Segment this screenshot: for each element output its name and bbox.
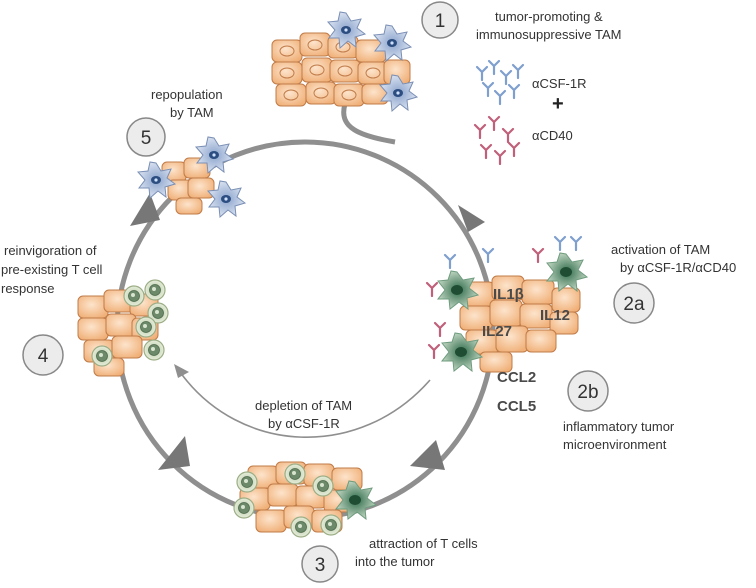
tumor-cluster-step5 [137,136,246,218]
tcell-4e [143,339,165,361]
antibody-csf1r-cluster [475,59,525,106]
svg-text:3: 3 [315,555,326,576]
step-1-label-line2: immunosuppressive TAM [476,27,621,42]
cycle-arrow-bottom-right [410,440,445,470]
depletion-label-line2: by αCSF-1R [268,416,340,431]
tcell-3c [312,475,334,497]
antibody-plus-sign: + [552,93,564,115]
svg-text:5: 5 [141,128,152,149]
tcell-3b [284,463,306,485]
svg-text:2a: 2a [623,294,645,315]
step-4-label-line3: response [1,281,54,296]
tcell-4f [91,345,113,367]
tcell-4a [123,285,145,307]
tcell-4d [135,316,157,338]
step-5-badge: 5 [126,117,166,157]
cytokine-il27: IL27 [482,323,512,340]
step-2b-label-line2: microenvironment [563,437,667,452]
step-5-label-line2: by TAM [170,105,214,120]
step-2a-label-line2: by αCSF-1R/αCD40 [620,260,736,275]
cycle-arrow-top-right [458,205,485,232]
tcell-3f [320,514,342,536]
svg-text:1: 1 [435,11,446,32]
depletion-arrowhead [174,364,189,378]
step-2b-label-line1: inflammatory tumor [563,419,675,434]
antibody-cd40-label: αCD40 [532,128,573,143]
depletion-label-line1: depletion of TAM [255,398,352,413]
tcell-3a [236,471,258,493]
tcell-3e [290,516,312,538]
step-2b-badge: 2b [567,370,609,412]
step-3-label-line1: attraction of T cells [369,536,478,551]
step-1-label-line1: tumor-promoting & [495,9,603,24]
step-5-label-line1: repopulation [151,87,223,102]
tumor-cluster-step3 [233,461,377,538]
step-2a-label-line1: activation of TAM [611,242,710,257]
cycle-arrow-bottom-left [158,436,190,470]
tumor-cluster-step2 [425,235,588,373]
cycle-arrow-upper-left [130,193,160,226]
cytokine-il1b: IL1β [493,286,524,303]
step-4-label-line1: reinvigoration of [4,243,97,258]
cytokine-il12: IL12 [540,307,570,324]
svg-text:4: 4 [38,346,49,367]
depletion-arrow [179,371,431,439]
svg-text:2b: 2b [577,382,598,403]
tcell-4b [144,279,166,301]
tcell-3d [233,497,255,519]
tumor-cluster-step1 [271,11,418,112]
step-3-label-line2: into the tumor [355,554,435,569]
tumor-cluster-step4 [77,279,169,377]
step-4-label-line2: pre-existing T cell [1,262,103,277]
cycle-entry-tail [341,103,396,145]
antibody-cd40-cluster [473,115,521,166]
step-3-badge: 3 [301,545,339,583]
cytokine-ccl5: CCL5 [497,398,536,415]
step-4-badge: 4 [22,334,64,376]
step-1-badge: 1 [421,1,459,39]
cytokine-ccl2: CCL2 [497,369,536,386]
step-2a-badge: 2a [613,282,655,324]
antibody-csf1r-label: αCSF-1R [532,76,586,91]
